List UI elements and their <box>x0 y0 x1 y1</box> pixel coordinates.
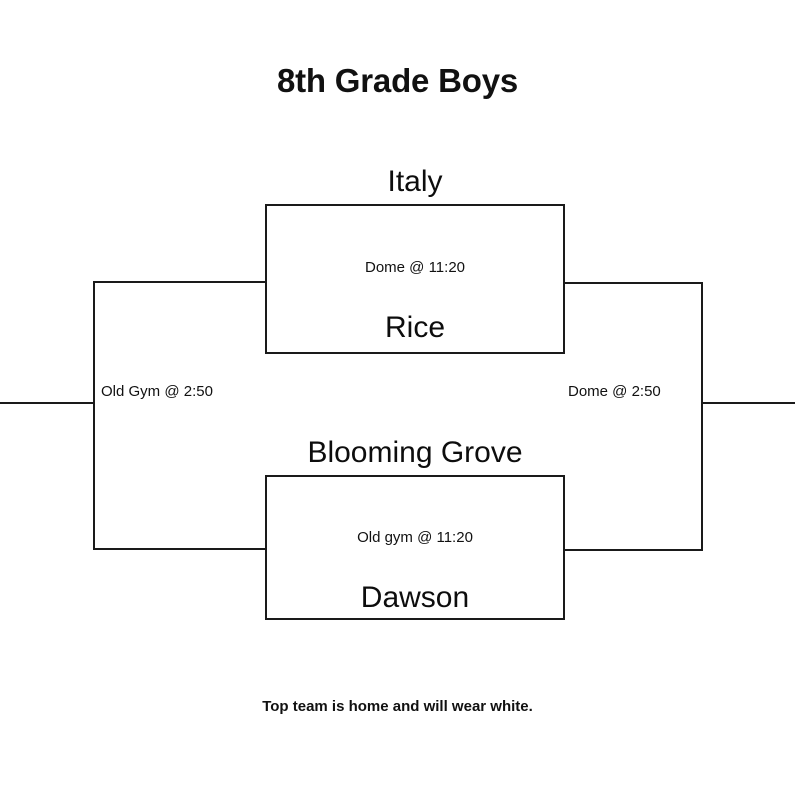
semifinal-bottom-top-team-name: Blooming Grove <box>307 436 523 469</box>
semifinal-top-bottom-team-name: Rice <box>384 311 445 344</box>
semifinal-top-game-box <box>265 204 565 354</box>
right-round-venue-time: Dome @ 2:50 <box>568 383 661 400</box>
right-bracket-bottom-arm <box>563 549 703 551</box>
right-bracket-vertical-line <box>701 282 703 551</box>
page-title: 8th Grade Boys <box>276 62 519 99</box>
semifinal-bottom-game-box <box>265 475 565 620</box>
footer-note: Top team is home and will wear white. <box>262 698 533 715</box>
semifinal-bottom-venue-time: Old gym @ 11:20 <box>357 529 473 546</box>
left-bracket-top-arm <box>93 281 267 283</box>
left-outer-connector-line <box>0 402 95 404</box>
left-bracket-vertical-line <box>93 281 95 550</box>
right-outer-connector-line <box>701 402 795 404</box>
semifinal-top-venue-time: Dome @ 11:20 <box>365 259 465 276</box>
left-bracket-bottom-arm <box>93 548 267 550</box>
semifinal-bottom-bottom-team-name: Dawson <box>360 581 470 614</box>
semifinal-top-team-name: Italy <box>387 165 443 198</box>
right-bracket-top-arm <box>563 282 703 284</box>
left-round-venue-time: Old Gym @ 2:50 <box>101 383 213 400</box>
